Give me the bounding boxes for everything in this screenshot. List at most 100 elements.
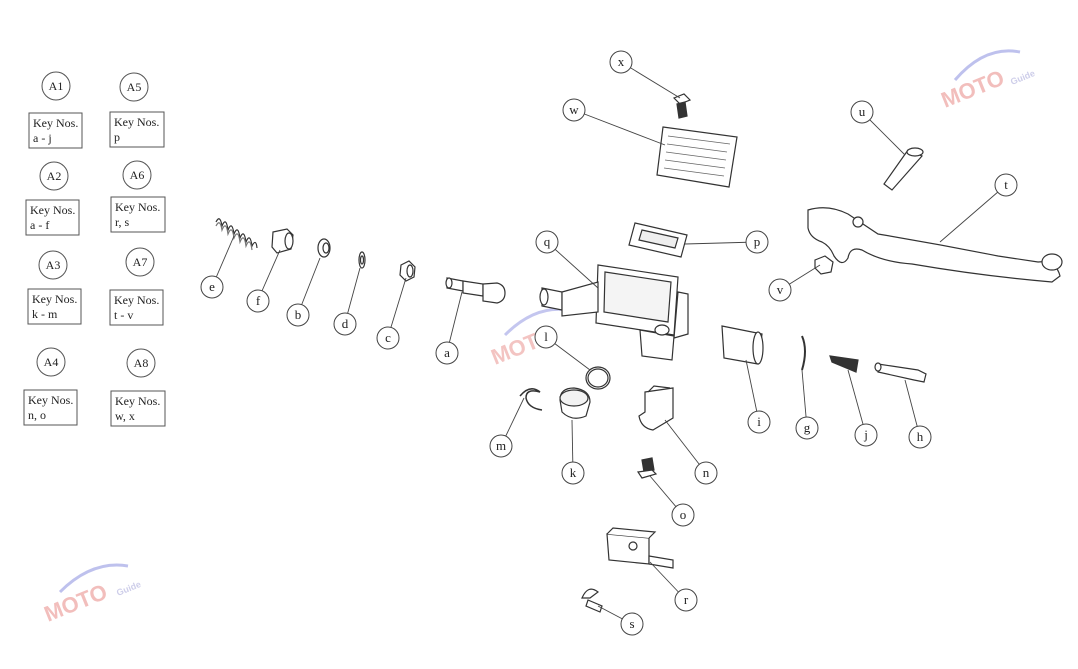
part-v-nut [814, 255, 834, 275]
assembly-a7: A7 Key Nos. t - v [109, 247, 164, 326]
assembly-badge [126, 348, 156, 378]
assembly-legend: A1 Key Nos. a - j A2 Key Nos. a - f A3 K… [23, 71, 166, 427]
part-d-washer [358, 251, 366, 269]
callout-l: l [534, 325, 558, 349]
assembly-a2: A2 Key Nos. a - f [25, 161, 80, 236]
callouts: e f b d c a q l p w x u t v i g j h m k … [200, 50, 1018, 636]
callout-g: g [795, 416, 819, 440]
key-box [109, 111, 165, 148]
callout-q: q [535, 230, 559, 254]
callout-label: m [496, 438, 506, 453]
assembly-id: A1 [49, 79, 64, 93]
callout-w: w [562, 98, 586, 122]
callout-label: s [629, 616, 634, 631]
callout-n: n [694, 461, 718, 485]
callout-label: g [804, 420, 811, 435]
key-range: a - f [30, 218, 49, 232]
watermark-top-right: MOTO Guide [938, 49, 1036, 113]
callout-label: j [863, 427, 868, 442]
key-title: Key Nos. [114, 293, 159, 307]
callout-label: i [757, 414, 761, 429]
callout-label: b [295, 307, 302, 322]
part-s-screw [581, 588, 603, 613]
key-range: k - m [32, 307, 58, 321]
callout-h: h [908, 425, 932, 449]
assembly-id: A7 [133, 255, 148, 269]
callout-label: x [618, 54, 625, 69]
part-l-oring [585, 366, 611, 390]
part-x-screw [672, 93, 692, 119]
callout-s: s [620, 612, 644, 636]
assembly-badge [36, 347, 66, 377]
callout-b: b [286, 303, 310, 327]
key-title: Key Nos. [30, 203, 75, 217]
part-e-spring [215, 218, 258, 251]
key-box [28, 112, 83, 149]
key-title: Key Nos. [114, 115, 159, 129]
callout-label: e [209, 279, 215, 294]
assembly-a6: A6 Key Nos. r, s [110, 160, 166, 233]
key-title: Key Nos. [32, 292, 77, 306]
callout-label: n [703, 465, 710, 480]
callout-label: u [859, 104, 866, 119]
assembly-id: A6 [130, 168, 145, 182]
key-box [25, 199, 80, 236]
part-k-cap [559, 387, 591, 419]
callout-i: i [747, 410, 771, 434]
key-title: Key Nos. [115, 200, 160, 214]
callout-p: p [745, 230, 769, 254]
assembly-badge [125, 247, 155, 277]
callout-label: o [680, 507, 687, 522]
callout-label: d [342, 316, 349, 331]
key-title: Key Nos. [33, 116, 78, 130]
part-w-plate [656, 126, 738, 188]
part-u-bolt [883, 147, 924, 191]
key-box [27, 288, 82, 325]
key-range: a - j [33, 131, 52, 145]
callout-label: a [444, 345, 450, 360]
assembly-a8: A8 Key Nos. w, x [110, 348, 166, 427]
callout-k: k [561, 461, 585, 485]
callout-v: v [768, 278, 792, 302]
watermark-text: MOTO [41, 579, 111, 627]
watermark-subtext: Guide [1009, 68, 1036, 87]
assembly-id: A4 [44, 355, 59, 369]
watermark-bottom-left: MOTO Guide [41, 563, 142, 627]
callout-j: j [854, 423, 878, 447]
part-f-cup [271, 228, 294, 254]
callout-label: t [1004, 177, 1008, 192]
part-a-piston [445, 277, 506, 304]
part-i-boot [721, 325, 764, 365]
key-title: Key Nos. [115, 394, 160, 408]
callout-r: r [674, 588, 698, 612]
assembly-id: A3 [46, 258, 61, 272]
key-range: n, o [28, 408, 46, 422]
assembly-a1: A1 Key Nos. a - j [28, 71, 83, 149]
assembly-id: A8 [134, 356, 149, 370]
callout-f: f [246, 289, 270, 313]
callout-d: d [333, 312, 357, 336]
assembly-a4: A4 Key Nos. n, o [23, 347, 78, 426]
callout-label: v [777, 282, 784, 297]
callout-label: q [544, 234, 551, 249]
assembly-badge [119, 72, 149, 102]
callout-o: o [671, 503, 695, 527]
key-range: p [114, 130, 120, 144]
key-range: r, s [115, 215, 130, 229]
key-range: t - v [114, 308, 133, 322]
callout-x: x [609, 50, 633, 74]
key-box [23, 389, 78, 426]
callout-t: t [994, 173, 1018, 197]
assembly-id: A2 [47, 169, 62, 183]
callout-label: w [569, 102, 579, 117]
assembly-badge [122, 160, 152, 190]
part-o-screw [636, 457, 658, 479]
callout-label: k [570, 465, 577, 480]
callout-label: c [385, 330, 391, 345]
callout-label: h [917, 429, 924, 444]
part-n-bracket [638, 385, 674, 431]
watermark-subtext: Guide [115, 579, 142, 598]
callout-label: f [256, 293, 261, 308]
part-p-cap [628, 222, 688, 258]
